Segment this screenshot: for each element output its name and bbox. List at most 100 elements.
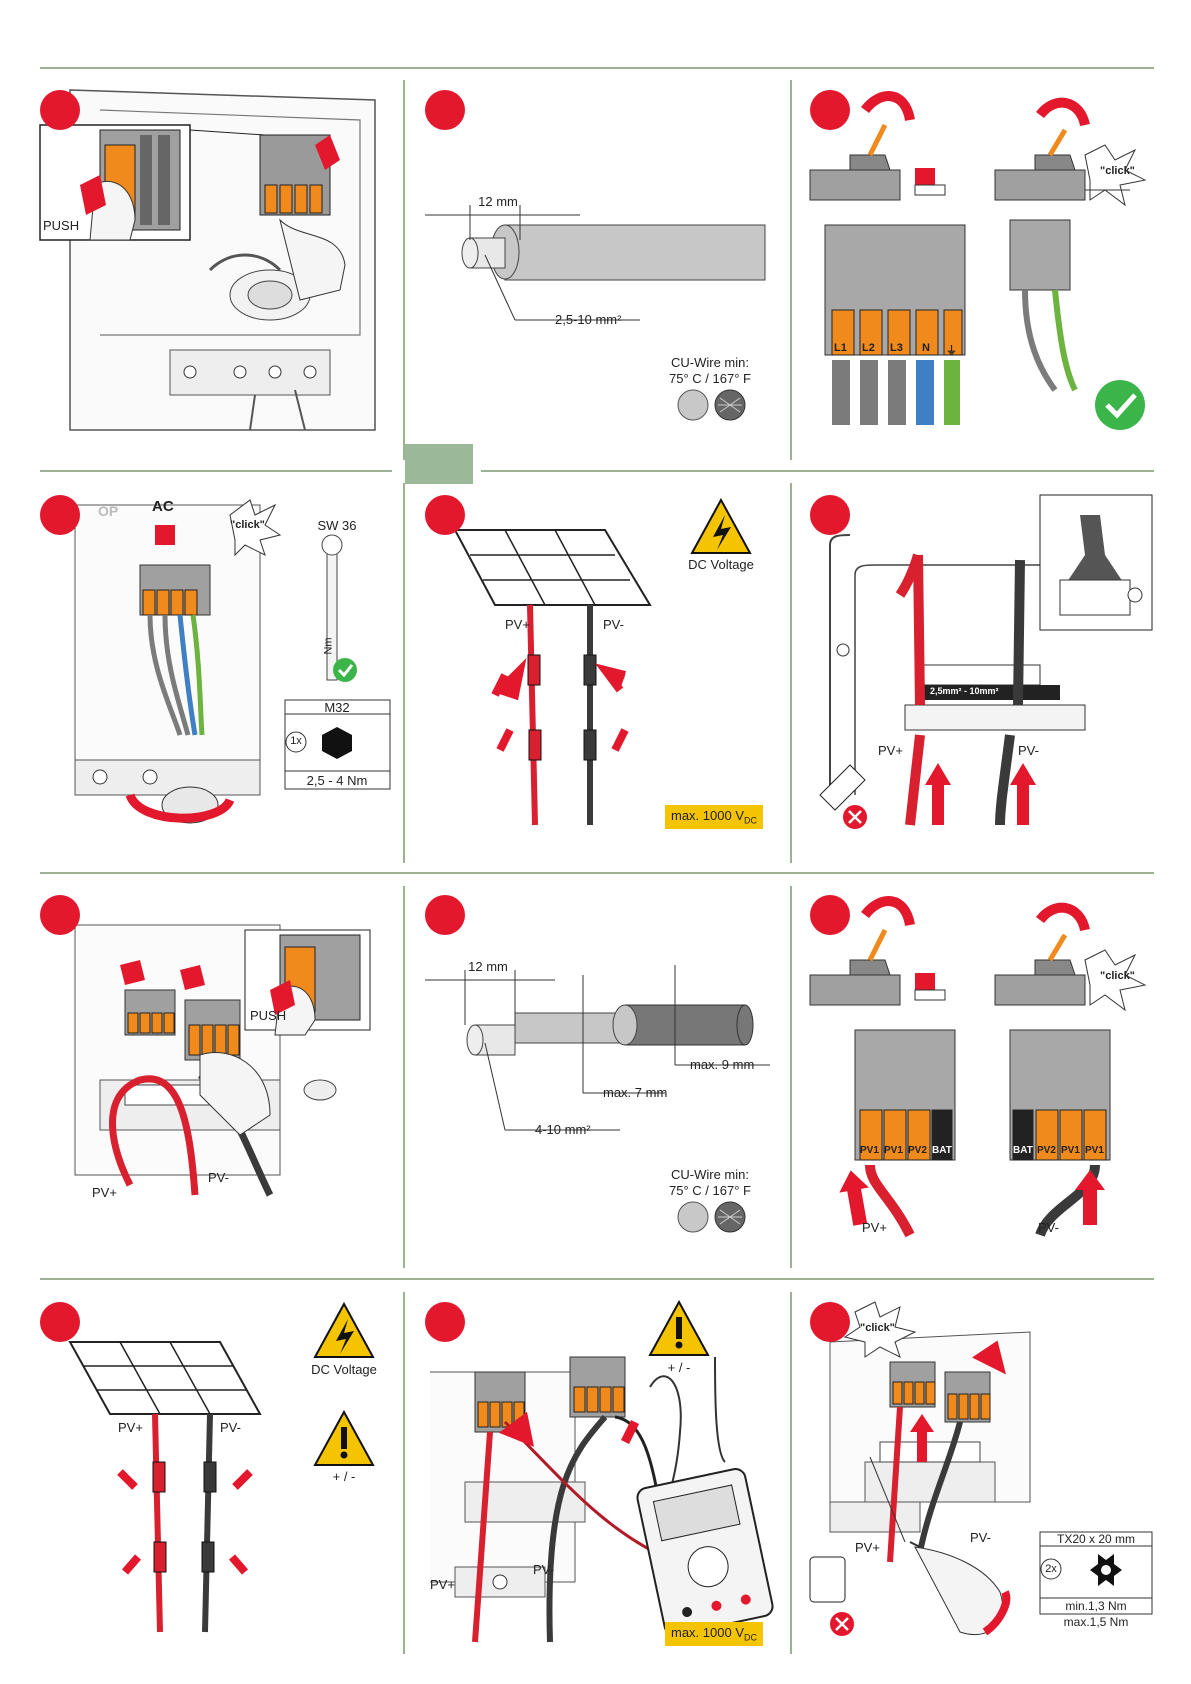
step-5-pv-minus-label: PV- <box>603 617 624 632</box>
step-3-terminal-block <box>824 224 966 425</box>
step-12-pv-plus-label: PV+ <box>855 1540 880 1555</box>
step-3-terminal-pe: ⏚ <box>946 345 957 357</box>
step-7-push-label: PUSH <box>250 1008 287 1023</box>
col-divider-2a <box>790 80 792 460</box>
step-11-panel: + / - PV+ PV- max. 1000 VDC <box>425 1299 775 1652</box>
step-9-right-pv1a: PV1 <box>1061 1145 1080 1156</box>
step-9-left-pv1a: PV1 <box>860 1145 879 1156</box>
step-5-pv-plus-label: PV+ <box>505 617 530 632</box>
section-marker <box>405 444 473 484</box>
step-3-terminal-l3: L3 <box>890 342 903 354</box>
step-7-pv-plus-label: PV+ <box>92 1185 117 1200</box>
step-5-number-dot <box>425 495 465 535</box>
col-divider-1b <box>403 483 405 863</box>
step-9-left-pv1b: PV1 <box>884 1145 903 1156</box>
step-10-illustration <box>68 1301 375 1633</box>
step-12-panel: "click" PV+ PV- TX20 x 20 mm 2x min.1,3 … <box>809 1301 1155 1652</box>
step-5-dc-voltage-label: DC Voltage <box>688 557 754 572</box>
col-divider-1a <box>403 80 405 460</box>
step-5-panel: PV+ PV- DC Voltage max. 1000 VDC <box>425 495 775 840</box>
step-10-panel: PV+ PV- DC Voltage + / - <box>40 1301 390 1652</box>
step-9-right-bat: BAT <box>1013 1145 1033 1156</box>
step-8-panel: 12 mm max. 9 mm max. 7 mm 4-10 mm² CU-Wi… <box>425 895 775 1240</box>
step-8-max7-label: max. 7 mm <box>603 1085 668 1100</box>
step-1-number-dot <box>40 90 80 130</box>
step-2-wire-diagram <box>425 205 766 421</box>
col-divider-2c <box>790 886 792 1268</box>
step-7-number-dot <box>40 895 80 935</box>
step-4-count-label: 1x <box>290 735 302 747</box>
step-2-cu-temp: 75° C / 167° F <box>669 371 751 386</box>
divider-row3 <box>40 1278 1154 1280</box>
step-8-cu-temp: 75° C / 167° F <box>669 1183 751 1198</box>
step-12-illustration <box>809 1301 1153 1636</box>
step-4-panel: OP AC "click" SW 36 Nm M32 1x 2,5 - 4 Nm <box>40 495 391 840</box>
step-8-number-dot <box>425 895 465 935</box>
step-6-number-dot <box>810 495 850 535</box>
step-5-illustration <box>453 497 752 826</box>
step-4-illustration <box>74 499 391 824</box>
step-6-range-label: 2,5mm² - 10mm² <box>930 686 999 696</box>
step-9-pv-plus-label: PV+ <box>862 1220 887 1235</box>
step-8-max9-label: max. 9 mm <box>690 1057 755 1072</box>
step-8-wire-diagram <box>425 965 770 1233</box>
step-9-pv-minus-label: PV- <box>1038 1220 1059 1235</box>
step-4-click-label: "click" <box>230 519 265 531</box>
step-2-length-label: 12 mm <box>478 194 518 209</box>
step-6-pv-plus-label: PV+ <box>878 743 903 758</box>
step-4-gland-label: M32 <box>324 700 350 715</box>
step-11-polarity-label: + / - <box>667 1360 691 1375</box>
step-1-panel: PUSH <box>39 89 380 435</box>
step-4-number-dot <box>40 495 80 535</box>
step-9-left-bat: BAT <box>932 1145 952 1156</box>
step-7-pv-minus-label: PV- <box>208 1170 229 1185</box>
step-5-max-voltage-badge: max. 1000 VDC <box>665 805 763 829</box>
step-11-illustration <box>430 1299 774 1643</box>
divider-top <box>40 67 1154 69</box>
col-divider-2d <box>790 1292 792 1654</box>
step-11-number-dot <box>425 1302 465 1342</box>
step-12-pv-minus-label: PV- <box>970 1530 991 1545</box>
step-3-number-dot <box>810 90 850 130</box>
step-2-cross-section-label: 2,5-10 mm² <box>555 312 622 327</box>
divider-row1b <box>481 470 1154 472</box>
step-2-number-dot <box>425 90 465 130</box>
step-12-max-torque-label: max.1,5 Nm <box>1063 1615 1129 1629</box>
step-3-terminal-l1: L1 <box>834 342 847 354</box>
step-11-pv-plus-label: PV+ <box>430 1577 455 1592</box>
step-10-polarity-label: + / - <box>332 1469 356 1484</box>
step-3-illustration <box>809 91 1147 430</box>
step-6-pv-minus-label: PV- <box>1018 743 1039 758</box>
step-9-number-dot <box>810 895 850 935</box>
step-12-count-label: 2x <box>1045 1563 1057 1575</box>
step-6-illustration <box>819 494 1153 829</box>
step-10-number-dot <box>40 1302 80 1342</box>
step-4-wrench-label: SW 36 <box>317 518 357 533</box>
step-8-cu-title: CU-Wire min: <box>671 1167 749 1182</box>
step-9-right-pv1b: PV1 <box>1085 1145 1104 1156</box>
step-7-panel: PUSH PV+ PV- <box>40 895 390 1240</box>
step-2-panel: 12 mm 2,5-10 mm² CU-Wire min: 75° C / 16… <box>425 90 775 435</box>
step-8-length-label: 12 mm <box>468 959 508 974</box>
col-divider-2b <box>790 483 792 863</box>
step-12-bit-label: TX20 x 20 mm <box>1056 1532 1136 1546</box>
step-9-panel: "click" PV1 PV1 PV2 BAT BAT PV2 PV1 PV1 … <box>809 895 1155 1240</box>
step-9-left-pv2: PV2 <box>908 1145 927 1156</box>
step-1-push-label: PUSH <box>43 218 80 233</box>
step-4-torque-label: 2,5 - 4 Nm <box>306 773 368 788</box>
step-1-illustration <box>39 89 376 431</box>
col-divider-1c <box>403 886 405 1268</box>
step-4-op-label: OP <box>98 503 119 519</box>
col-divider-1d <box>403 1292 405 1654</box>
step-10-dc-voltage-label: DC Voltage <box>311 1362 377 1377</box>
step-7-illustration <box>74 924 371 1197</box>
step-2-cu-title: CU-Wire min: <box>671 355 749 370</box>
step-12-click-label: "click" <box>860 1322 895 1334</box>
step-3-terminal-l2: L2 <box>862 342 875 354</box>
step-11-pv-minus-label: PV- <box>533 1562 554 1577</box>
step-4-nm-label: Nm <box>322 637 335 655</box>
step-9-right-pv2: PV2 <box>1037 1145 1056 1156</box>
step-4-ac-label: AC <box>152 498 174 515</box>
step-8-cross-section-label: 4-10 mm² <box>535 1122 591 1137</box>
step-11-max-voltage-badge: max. 1000 VDC <box>665 1622 763 1646</box>
